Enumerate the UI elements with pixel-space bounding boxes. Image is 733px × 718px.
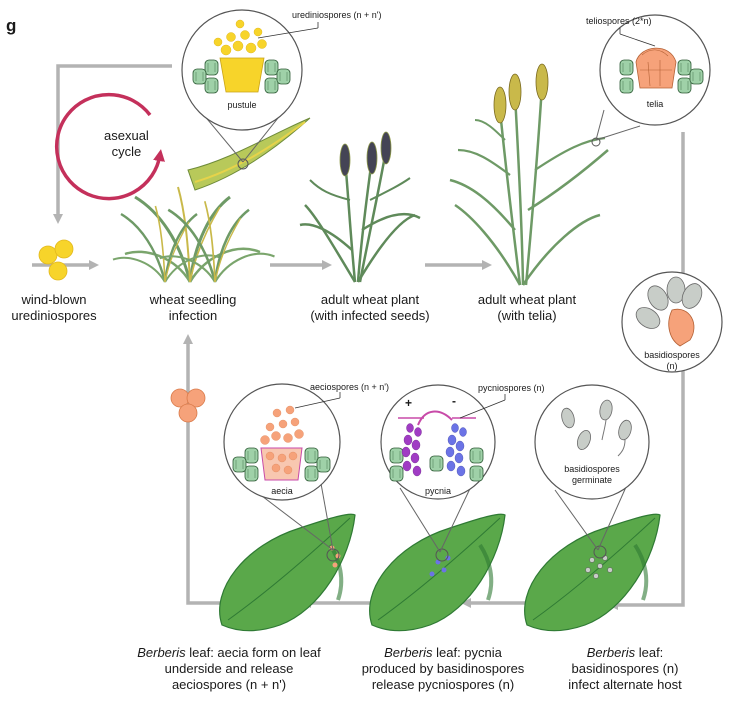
windblown-line-2: urediniospores [11,308,97,323]
germinate-callout [534,384,650,500]
seedling-line-1: wheat seedling [149,292,237,307]
basidiospores-callout [621,271,723,373]
windblown-spores-icon [38,239,74,281]
panel-letter: g [6,16,17,35]
basidiospores-line-1: basidiospores [644,350,700,360]
basid-line-2: basidinospores (n) [571,661,679,676]
aecia-leaf-label: Berberis leaf: aecia form on leaf unders… [118,645,340,693]
pycnia-callout [380,384,506,500]
asexual-cycle-arrow [54,92,165,201]
basid-line-1: leaf: [635,645,664,660]
aecia-line-2: underside and release [164,661,294,676]
telia-callout [599,14,711,126]
asexual-cycle-label: asexual cycle [104,128,149,160]
pycnia-line-3: release pycniospores (n) [371,677,515,692]
teliospores-label: teliospores (2*n) [586,16,652,26]
arrow-aecia-to-seedling [183,334,222,605]
basid-leaf-label: Berberis leaf: basidinospores (n) infect… [545,645,705,693]
asexual-label-2: cycle [111,144,142,159]
adult-wheat-plant-icon [299,131,421,283]
aecia-callout [223,383,341,501]
pycnia-line-2: produced by basidinospores [361,661,525,676]
adult-wheat-telia-icon [449,63,609,286]
pycnia-leaf-label: Berberis leaf: pycnia produced by basidi… [348,645,538,693]
basid-line-3: infect alternate host [568,677,682,692]
seedling-label: wheat seedling infection [128,292,258,324]
seedling-line-2: infection [168,308,218,323]
arrow-pustule-to-windblown [53,64,172,224]
adult2-line-2: (with telia) [497,308,557,323]
berberis-leaf-basidiospores [524,513,661,632]
urediniospores-label: urediniospores (n + n') [292,10,382,20]
berberis-italic-3: Berberis [586,645,636,660]
basidiospores-line-2: (n) [666,361,678,371]
pustule-callout [181,9,319,131]
berberis-leaf-aecia [219,513,356,632]
aecia-label: aecia [271,486,293,496]
berberis-italic-1: Berberis [137,645,186,660]
aecia-line-3: aeciospores (n + n') [171,677,287,692]
pustule-label: pustule [227,100,257,110]
adult2-label: adult wheat plant (with telia) [462,292,592,324]
adult2-line-1: adult wheat plant [477,292,577,307]
windblown-label: wind-blown urediniospores [4,292,104,324]
basidiospores-label: basidiospores (n) [637,350,707,372]
germinate-line-1: basidiospores [564,464,620,474]
pycniospores-label: pycniospores (n) [478,383,545,393]
plus-label: + [405,396,413,410]
adult1-label: adult wheat plant (with infected seeds) [295,292,445,324]
berberis-leaf-pycnia [369,513,506,632]
germinate-label: basidiospores germinate [557,464,627,486]
aeciospores-label: aeciospores (n + n') [310,382,390,392]
telia-label: telia [646,99,664,109]
aeciospores-icon [170,388,206,423]
pycnia-label: pycnia [424,486,451,496]
wheat-seedling-icon [111,185,276,284]
adult1-line-2: (with infected seeds) [310,308,430,323]
germinate-line-2: germinate [571,475,613,485]
windblown-line-1: wind-blown [21,292,87,307]
adult1-line-1: adult wheat plant [320,292,420,307]
pycnia-line-1: leaf: pycnia [432,645,502,660]
aecia-line-1: leaf: aecia form on leaf [185,645,321,660]
asexual-label-1: asexual [104,128,149,143]
minus-label: - [452,394,456,408]
berberis-italic-2: Berberis [384,645,433,660]
